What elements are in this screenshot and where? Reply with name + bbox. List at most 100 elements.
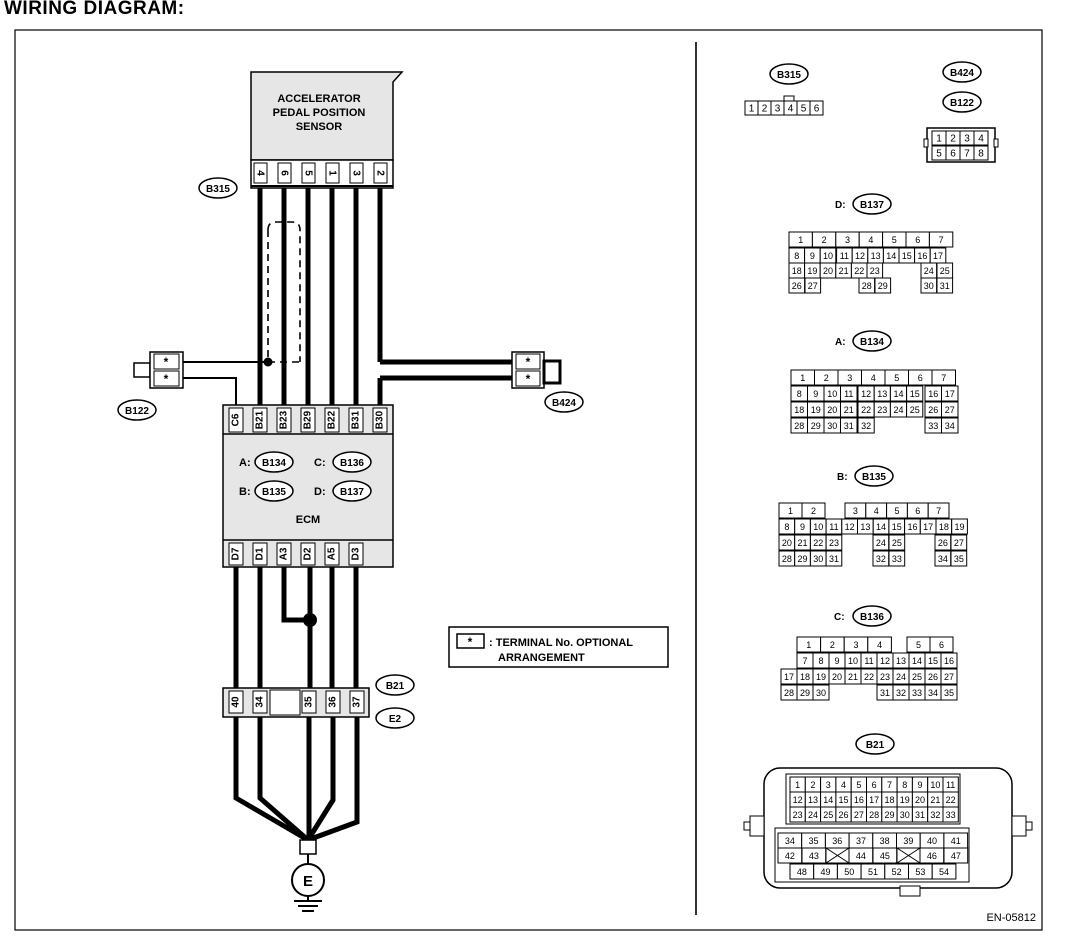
terminal-cell: 17 (941, 385, 959, 402)
svg-text:20: 20 (827, 405, 837, 415)
svg-text:32: 32 (876, 554, 886, 564)
svg-text:46: 46 (927, 851, 937, 861)
svg-text:12: 12 (880, 656, 890, 666)
terminal-cell: 24 (804, 806, 822, 823)
terminal-cell: 21 (835, 262, 852, 279)
terminal-cell: 32 (927, 806, 944, 823)
terminal-cell: 20 (828, 668, 846, 685)
terminal-cell: 14 (872, 518, 890, 535)
svg-text:5: 5 (894, 506, 899, 516)
terminal-cell: 22 (850, 262, 868, 279)
svg-text:23: 23 (880, 672, 890, 682)
svg-text:B21: B21 (386, 681, 405, 692)
terminal-cell: 26 (924, 668, 942, 685)
connector-label-b136: B136 (340, 458, 364, 469)
terminal-cell: 10 (927, 776, 944, 793)
terminal-cell: 30 (896, 806, 913, 823)
svg-text:39: 39 (903, 836, 913, 846)
svg-text:2: 2 (824, 373, 829, 383)
terminal-cell: 34 (924, 684, 942, 701)
terminal-cell: 25 (906, 401, 924, 418)
terminal-cell: 32 (872, 550, 890, 567)
svg-text:26: 26 (928, 672, 938, 682)
svg-text:B:: B: (837, 472, 848, 483)
terminal-cell: 27 (950, 534, 968, 551)
svg-text:3: 3 (853, 640, 858, 650)
terminal-cell: 4 (865, 502, 888, 519)
terminal-cell: 33 (908, 684, 926, 701)
terminal-cell: 6 (866, 776, 883, 793)
svg-text:19: 19 (811, 405, 821, 415)
svg-text:9: 9 (813, 389, 818, 399)
svg-text:40: 40 (927, 836, 937, 846)
svg-text:6: 6 (872, 780, 877, 790)
terminal-cell: 1 (788, 231, 813, 248)
terminal-cell: 2 (804, 776, 822, 793)
terminal-cell: 4 (783, 100, 798, 116)
svg-text:29: 29 (800, 688, 810, 698)
terminal-cell: 27 (804, 277, 822, 294)
joint-pin: 40 (231, 696, 242, 708)
terminal-cell: 23 (789, 806, 806, 823)
ecm-bottom-pin: A5 (327, 547, 338, 560)
svg-text:29: 29 (798, 554, 808, 564)
svg-text:B134: B134 (860, 337, 884, 348)
svg-text:34: 34 (938, 554, 948, 564)
svg-text:24: 24 (893, 405, 903, 415)
svg-text:50: 50 (844, 867, 854, 877)
terminal-cell: 18 (788, 262, 806, 279)
svg-text:47: 47 (951, 851, 961, 861)
svg-text:16: 16 (907, 522, 917, 532)
sensor-connector-strip: 4 6 5 1 3 2 (250, 159, 394, 189)
svg-text:48: 48 (797, 867, 807, 877)
svg-text:34: 34 (928, 688, 938, 698)
terminal-cell: 36 (824, 832, 850, 849)
terminal-cell: 34 (941, 417, 959, 434)
terminal-cell: 7 (881, 776, 898, 793)
svg-text:53: 53 (915, 867, 925, 877)
svg-text:B136: B136 (860, 612, 884, 623)
terminal-cell: 16 (850, 791, 868, 808)
svg-text:17: 17 (923, 522, 933, 532)
svg-text:6: 6 (918, 373, 923, 383)
terminal-cell: 29 (807, 417, 825, 434)
sensor-pin: 4 (254, 170, 265, 176)
svg-text:21: 21 (839, 266, 849, 276)
terminal-cell: 25 (820, 806, 837, 823)
terminal-cell: 1 (931, 130, 947, 146)
terminal-cell: 24 (920, 262, 938, 279)
terminal-cell: 7 (796, 652, 814, 669)
terminal-cell: 9 (807, 385, 825, 402)
connector-b122: * * (133, 351, 237, 405)
terminal-cell: 50 (836, 863, 862, 880)
terminal-cell: 17 (866, 791, 883, 808)
svg-text:17: 17 (784, 672, 794, 682)
svg-text:6: 6 (814, 104, 820, 115)
terminal-cell: 6 (905, 231, 930, 248)
terminal-cell: 18 (881, 791, 898, 808)
terminal-cell: 19 (951, 518, 968, 535)
svg-text:32: 32 (861, 421, 871, 431)
terminal-cell: 7 (931, 369, 956, 386)
svg-text:41: 41 (951, 836, 961, 846)
ecm-label: ECM (296, 514, 320, 526)
joint-pin: 35 (304, 696, 315, 708)
joint-pin: 36 (328, 696, 339, 708)
svg-text:15: 15 (892, 522, 902, 532)
terminal-cell: 26 (788, 277, 806, 294)
svg-text:5: 5 (801, 104, 807, 115)
svg-text:B122: B122 (125, 406, 149, 417)
svg-text:45: 45 (880, 851, 890, 861)
svg-text:7: 7 (887, 780, 892, 790)
terminal-cell: 15 (835, 791, 852, 808)
svg-text:8: 8 (794, 251, 799, 261)
sensor-pin: 5 (302, 170, 313, 176)
svg-text:7: 7 (964, 149, 970, 160)
ecm-bottom-pin: D1 (255, 547, 266, 560)
ground-wires (233, 567, 359, 688)
terminal-cell: 2 (801, 502, 826, 519)
svg-text:D:: D: (835, 200, 846, 211)
terminal-cell: 43 (801, 847, 827, 864)
terminal-cell: 33 (888, 550, 906, 567)
